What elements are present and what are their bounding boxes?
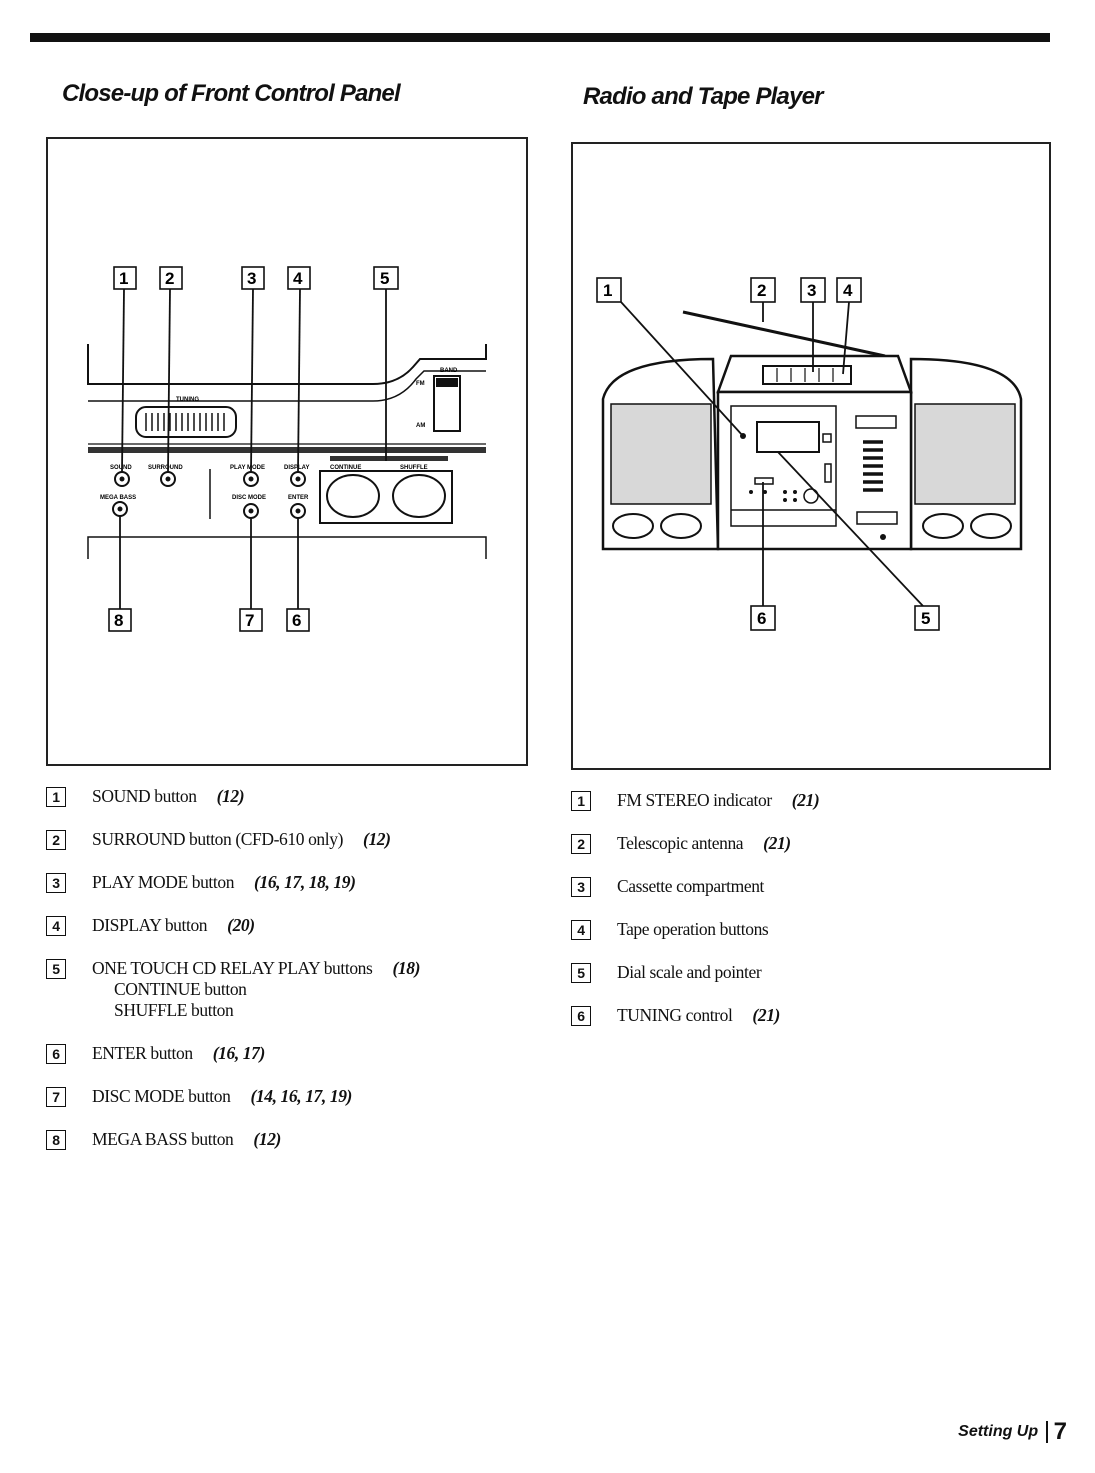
svg-text:4: 4 — [843, 281, 853, 300]
panel-inner-edge — [88, 370, 486, 402]
panel-strip — [88, 447, 486, 453]
callout-4: 4 — [836, 277, 862, 303]
svg-text:1: 1 — [119, 269, 128, 288]
control-panel-figure: TUNING BAND FM AM SOUND SURROUND PLAY MO… — [46, 137, 528, 766]
footer-section: Setting Up — [958, 1423, 1039, 1441]
continue-button-shape[interactable] — [326, 474, 380, 518]
panel-top-edge — [87, 344, 487, 385]
callout-1: 1 — [596, 277, 622, 303]
callout-6: 6 — [286, 608, 310, 632]
band-switch-knob — [436, 378, 458, 387]
svg-text:5: 5 — [921, 609, 930, 628]
svg-text:6: 6 — [292, 611, 301, 630]
tuning-dial[interactable] — [135, 406, 237, 438]
cd-display — [756, 421, 820, 453]
callout-6: 6 — [750, 605, 776, 631]
svg-text:4: 4 — [293, 269, 303, 288]
callout-2: 2 — [159, 266, 183, 290]
tuning-control — [754, 477, 774, 485]
callout-5: 5 — [373, 266, 399, 290]
callout-8: 8 — [108, 608, 132, 632]
tuning-label: TUNING — [176, 397, 199, 403]
callout-7: 7 — [239, 608, 263, 632]
fm-label: FM — [416, 381, 425, 387]
left-speaker-grille — [610, 403, 712, 505]
svg-text:7: 7 — [245, 611, 254, 630]
cassette-compartment — [762, 365, 852, 385]
svg-text:1: 1 — [603, 281, 612, 300]
continue-label: CONTINUE — [330, 465, 361, 471]
shuffle-button-shape[interactable] — [392, 474, 446, 518]
right-section-title: Radio and Tape Player — [583, 83, 824, 110]
callout-5: 5 — [914, 605, 940, 631]
right-speaker-grille — [914, 403, 1016, 505]
callout-3: 3 — [241, 266, 265, 290]
panel-bottom-edge — [87, 536, 487, 559]
svg-text:6: 6 — [757, 609, 766, 628]
svg-text:2: 2 — [757, 281, 766, 300]
callout-3: 3 — [800, 277, 826, 303]
callout-1: 1 — [113, 266, 137, 290]
telescopic-antenna — [682, 310, 886, 358]
svg-text:3: 3 — [807, 281, 816, 300]
svg-text:8: 8 — [114, 611, 123, 630]
control-panel-diagram: TUNING BAND FM AM SOUND SURROUND PLAY MO… — [87, 266, 487, 632]
svg-text:2: 2 — [165, 269, 174, 288]
top-rule — [30, 33, 1050, 42]
tuning-dial-ridges — [145, 413, 225, 431]
svg-text:3: 3 — [247, 269, 256, 288]
callout-2: 2 — [750, 277, 776, 303]
radio-tape-figure: 1 2 3 4 6 5 — [571, 142, 1051, 770]
play-mode-label: PLAY MODE — [230, 465, 265, 471]
tape-operation-buttons — [863, 440, 883, 492]
disc-mode-label: DISC MODE — [232, 495, 266, 501]
page-number: 7 — [1053, 1418, 1067, 1445]
surround-label: SURROUND — [148, 465, 183, 471]
mega-bass-label: MEGA BASS — [100, 495, 136, 501]
callout-4: 4 — [287, 266, 311, 290]
svg-text:5: 5 — [380, 269, 389, 288]
enter-label: ENTER — [288, 495, 309, 501]
left-callouts: 1 2 3 4 5 8 7 6 — [108, 266, 399, 632]
band-label: BAND — [440, 368, 458, 374]
page-footer: Setting Up 7 — [958, 1418, 1067, 1446]
radio-tape-diagram: 1 2 3 4 6 5 — [596, 277, 1023, 631]
continue-sub-item: CONTINUE button — [114, 979, 247, 999]
shuffle-label: SHUFFLE — [400, 465, 428, 471]
shuffle-sub-item: SHUFFLE button — [114, 1000, 234, 1020]
right-callouts: 1 2 3 4 6 5 — [596, 277, 940, 631]
display-label: DISPLAY — [284, 465, 309, 471]
left-section-title: Close-up of Front Control Panel — [62, 80, 401, 107]
am-label: AM — [416, 423, 425, 429]
